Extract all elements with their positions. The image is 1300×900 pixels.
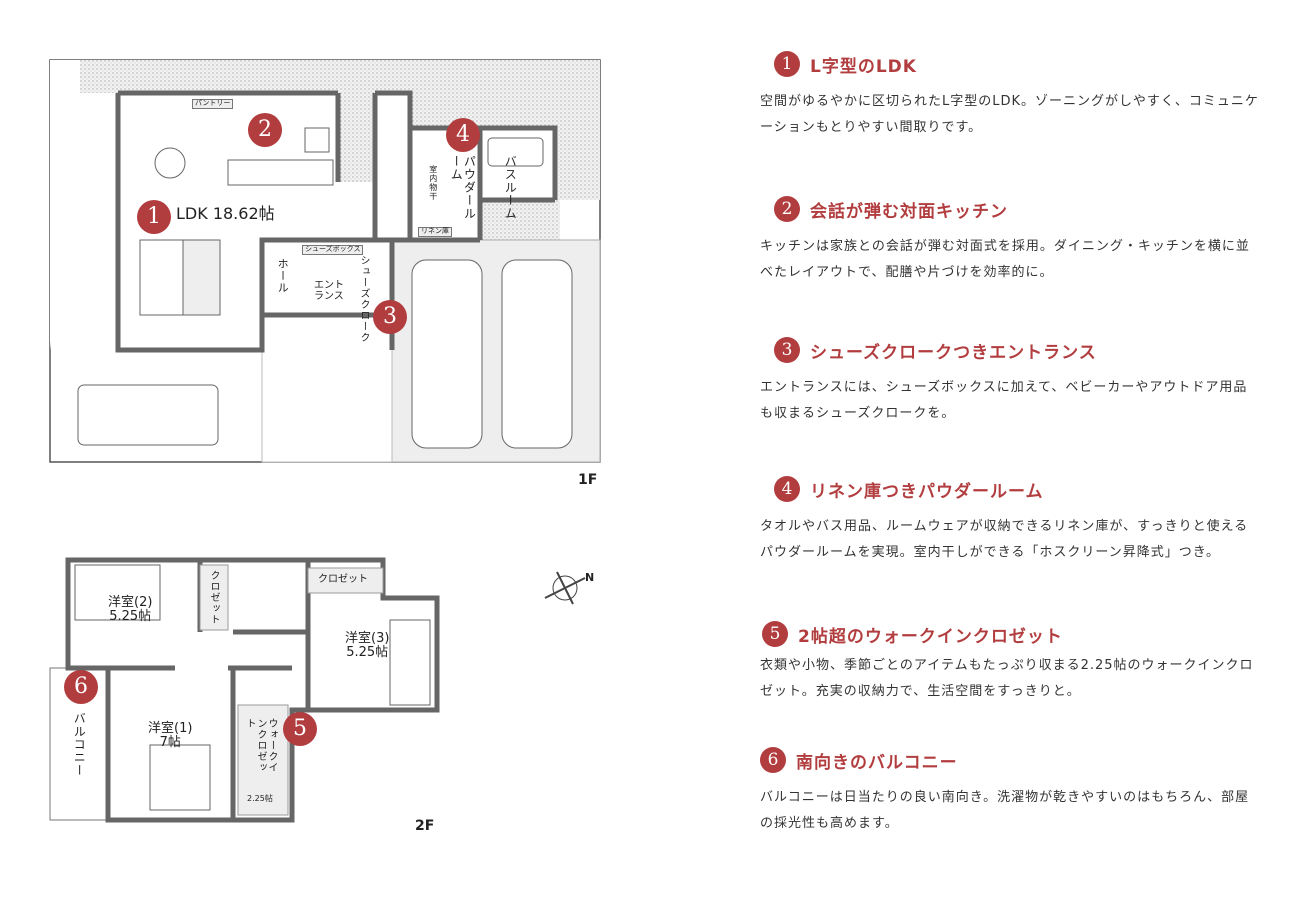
indoor-dry-label: 室内物干 bbox=[428, 165, 438, 201]
marker-6: 6 bbox=[64, 670, 98, 704]
room3-label: 洋室(3)5.25帖 bbox=[345, 631, 390, 661]
feature-title: 2帖超のウォークインクロゼット bbox=[798, 626, 1063, 647]
floor-1-plan bbox=[49, 59, 601, 463]
marker-2: 2 bbox=[248, 113, 282, 147]
room2-label: 洋室(2)5.25帖 bbox=[108, 595, 153, 625]
feature-1: 1 L字型のLDK 空間がゆるやかに区切られたL字型のLDK。ゾーニングがしやすく… bbox=[760, 49, 1260, 141]
feature-6: 6 南向きのバルコニー バルコニーは日当たりの良い南向き。洗濯物が乾きやすいのはも… bbox=[760, 745, 1260, 837]
feature-number: 2 bbox=[774, 196, 800, 222]
feature-4: 4 リネン庫つきパウダールーム タオルやバス用品、ルームウェアが収納できるリネン庫… bbox=[760, 474, 1260, 566]
feature-number: 5 bbox=[762, 621, 788, 647]
ldk-label: LDK 18.62帖 bbox=[176, 204, 275, 223]
balcony-label: バルコニー bbox=[72, 712, 87, 777]
feature-number: 1 bbox=[774, 51, 800, 77]
feature-body: エントランスには、シューズボックスに加えて、ベビーカーやアウトドア用品も収まるシ… bbox=[760, 380, 1248, 421]
feature-number: 6 bbox=[760, 747, 786, 773]
feature-number: 3 bbox=[774, 337, 800, 363]
marker-3: 3 bbox=[373, 300, 407, 334]
walk-in-closet-size: 2.25帖 bbox=[247, 794, 273, 803]
feature-body: タオルやバス用品、ルームウェアが収納できるリネン庫が、すっきりと使えるパウダール… bbox=[760, 519, 1249, 560]
feature-body: 空間がゆるやかに区切られたL字型のLDK。ゾーニングがしやすく、コミュニケーショ… bbox=[760, 94, 1259, 135]
floor-2-label: 2F bbox=[415, 818, 435, 834]
feature-title: 会話が弾む対面キッチン bbox=[810, 201, 1008, 222]
shoebox-label: シューズボックス bbox=[302, 245, 364, 255]
floor-plan-drawing bbox=[49, 59, 601, 823]
walk-in-closet-label: ウォークインクロゼット bbox=[244, 718, 277, 773]
room1-label: 洋室(1)7帖 bbox=[148, 721, 193, 751]
hall-label: ホール bbox=[276, 258, 290, 294]
pantry-label: パントリー bbox=[192, 99, 234, 109]
floor-2-plan bbox=[49, 557, 586, 823]
feature-title: L字型のLDK bbox=[810, 56, 917, 77]
feature-number: 4 bbox=[774, 476, 800, 502]
marker-5: 5 bbox=[283, 712, 317, 746]
feature-body: 衣類や小物、季節ごとのアイテムもたっぷり収まる2.25帖のウォークインクロゼット… bbox=[760, 658, 1254, 699]
bath-room-label: バスルーム bbox=[503, 155, 518, 220]
feature-title: 南向きのバルコニー bbox=[796, 752, 958, 773]
feature-3: 3 シューズクロークつきエントランス エントランスには、シューズボックスに加えて、… bbox=[760, 335, 1260, 427]
feature-5: 5 2帖超のウォークインクロゼット 衣類や小物、季節ごとのアイテムもたっぷり収まる… bbox=[760, 619, 1260, 705]
linen-storage-label: リネン庫 bbox=[418, 227, 452, 237]
shoe-cloak-label: シューズクローク bbox=[358, 255, 369, 343]
feature-body: キッチンは家族との会話が弾む対面式を採用。ダイニング・キッチンを横に並べたレイア… bbox=[760, 239, 1250, 280]
feature-title: シューズクロークつきエントランス bbox=[810, 342, 1097, 363]
feature-title: リネン庫つきパウダールーム bbox=[810, 481, 1044, 502]
compass-north-label: N bbox=[585, 571, 595, 584]
entrance-label: エントランス bbox=[314, 280, 344, 302]
floor-1-label: 1F bbox=[578, 472, 598, 488]
feature-2: 2 会話が弾む対面キッチン キッチンは家族との会話が弾む対面式を採用。ダイニング・… bbox=[760, 194, 1260, 286]
powder-room-label: パウダールーム bbox=[449, 155, 477, 220]
marker-1: 1 bbox=[137, 200, 171, 234]
feature-body: バルコニーは日当たりの良い南向き。洗濯物が乾きやすいのはもちろん、部屋の採光性も… bbox=[760, 790, 1250, 831]
closet-a-label: クロゼット bbox=[208, 570, 219, 625]
marker-4: 4 bbox=[446, 118, 480, 152]
closet-b-label: クロゼット bbox=[318, 574, 368, 585]
